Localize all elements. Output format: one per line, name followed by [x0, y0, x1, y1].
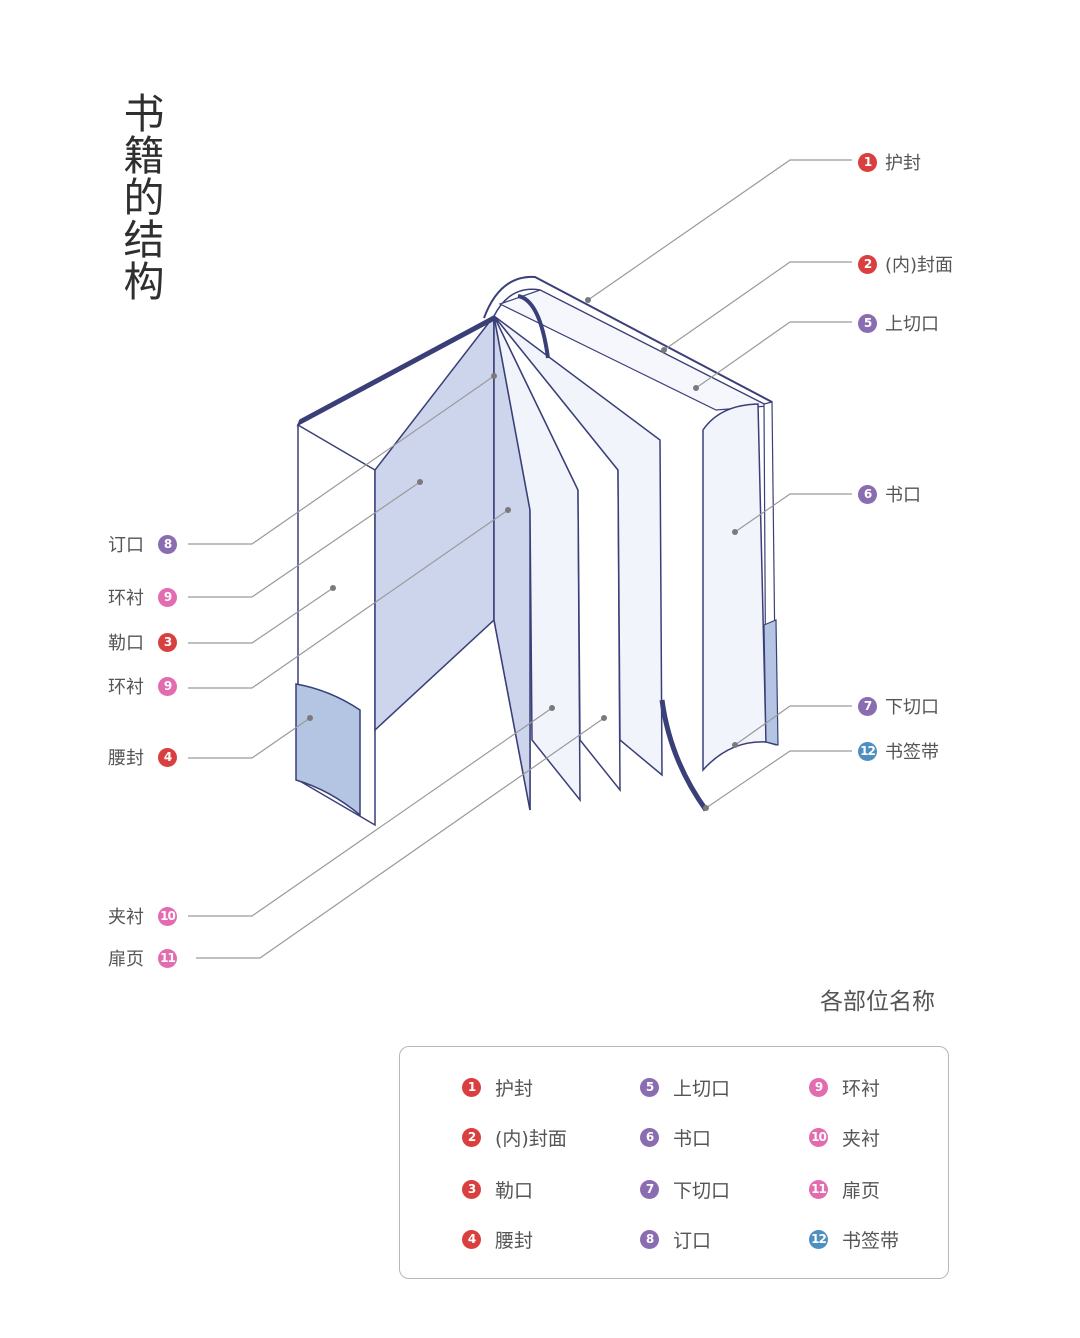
legend-item: 4 腰封 [462, 1226, 533, 1252]
number-badge: 4 [158, 747, 177, 767]
callout-label: 环衬 [108, 677, 144, 698]
callout-7: 7 下切口 [858, 694, 939, 718]
right-fore-edge [702, 403, 767, 772]
callout-6: 6 书口 [858, 482, 921, 506]
callout-1: 1 护封 [858, 150, 921, 174]
number-badge: 1 [858, 152, 877, 172]
legend-label: 夹衬 [842, 1127, 881, 1150]
number-badge: 2 [462, 1127, 481, 1147]
number-badge: 6 [858, 484, 877, 504]
callout-8: 订口 8 [108, 532, 177, 556]
callout-5: 5 上切口 [858, 311, 939, 335]
number-badge: 2 [858, 254, 877, 274]
legend-label: 扉页 [842, 1179, 881, 1202]
legend-item: 10 夹衬 [809, 1124, 880, 1150]
number-badge: 10 [809, 1127, 828, 1147]
callout-4: 腰封 4 [108, 745, 177, 769]
legend-item: 9 环衬 [809, 1074, 880, 1100]
legend-label: 书口 [673, 1127, 712, 1150]
right-block-top [498, 289, 771, 411]
number-badge: 3 [462, 1179, 481, 1199]
ribbon-top [517, 294, 550, 359]
spine-top [483, 275, 773, 403]
legend-item: 5 上切口 [640, 1074, 730, 1100]
number-badge: 3 [158, 632, 177, 652]
number-badge: 11 [158, 948, 177, 968]
left-endpaper [374, 313, 495, 732]
page-title: 书籍的结构 [116, 92, 164, 302]
callout-11: 扉页 11 [108, 946, 177, 970]
legend-item: 8 订口 [640, 1226, 711, 1252]
number-badge: 7 [858, 696, 877, 716]
number-badge: 10 [158, 906, 177, 926]
legend-label: 书签带 [842, 1229, 900, 1252]
number-badge: 9 [158, 587, 177, 607]
callout-12: 12 书签带 [858, 739, 939, 763]
number-badge: 8 [640, 1229, 659, 1249]
number-badge: 12 [809, 1229, 828, 1249]
legend-label: (内)封面 [495, 1127, 567, 1150]
callout-label: 护封 [885, 153, 921, 174]
legend-item: 3 勒口 [462, 1176, 533, 1202]
callout-9b: 环衬 9 [108, 674, 177, 698]
legend-label: 腰封 [495, 1229, 534, 1252]
callout-label: (内)封面 [885, 255, 954, 276]
legend-label: 护封 [495, 1077, 534, 1100]
callout-label: 书口 [885, 485, 921, 506]
legend-heading: 各部位名称 [820, 989, 935, 1015]
number-badge: 5 [640, 1077, 659, 1097]
callout-label: 上切口 [885, 314, 939, 335]
legend-label: 上切口 [673, 1077, 731, 1100]
callout-label: 夹衬 [108, 907, 144, 928]
callout-3: 勒口 3 [108, 630, 177, 654]
right-belly-band [763, 619, 779, 746]
callout-label: 扉页 [108, 949, 144, 970]
callout-label: 腰封 [108, 748, 144, 769]
page-4 [493, 315, 663, 777]
number-badge: 11 [809, 1179, 828, 1199]
legend-label: 环衬 [842, 1077, 881, 1100]
legend-label: 下切口 [673, 1179, 731, 1202]
legend-label: 订口 [673, 1229, 712, 1252]
number-badge: 12 [858, 741, 877, 761]
number-badge: 6 [640, 1127, 659, 1147]
callout-label: 下切口 [885, 697, 939, 718]
callout-2: 2 (内)封面 [858, 252, 953, 276]
legend-item: 12 书签带 [809, 1226, 899, 1252]
callout-label: 书签带 [885, 742, 939, 763]
number-badge: 8 [158, 534, 177, 554]
number-badge: 7 [640, 1179, 659, 1199]
legend-item: 1 护封 [462, 1074, 533, 1100]
callout-10: 夹衬 10 [108, 904, 177, 928]
callout-label: 订口 [108, 535, 144, 556]
callout-label: 勒口 [108, 633, 144, 654]
legend-item: 2 (内)封面 [462, 1124, 567, 1150]
legend-item: 11 扉页 [809, 1176, 880, 1202]
number-badge: 1 [462, 1077, 481, 1097]
book-structure-diagram [188, 159, 852, 959]
callout-9a: 环衬 9 [108, 585, 177, 609]
number-badge: 5 [858, 313, 877, 333]
legend-item: 7 下切口 [640, 1176, 730, 1202]
number-badge: 9 [809, 1077, 828, 1097]
number-badge: 4 [462, 1229, 481, 1249]
legend-box: 1 护封 2 (内)封面 3 勒口 4 腰封 5 上切口 6 书口 7 下切口 … [399, 1046, 949, 1279]
legend-label: 勒口 [495, 1179, 534, 1202]
legend-item: 6 书口 [640, 1124, 711, 1150]
number-badge: 9 [158, 676, 177, 696]
callout-label: 环衬 [108, 588, 144, 609]
ribbon-bottom [659, 699, 709, 812]
